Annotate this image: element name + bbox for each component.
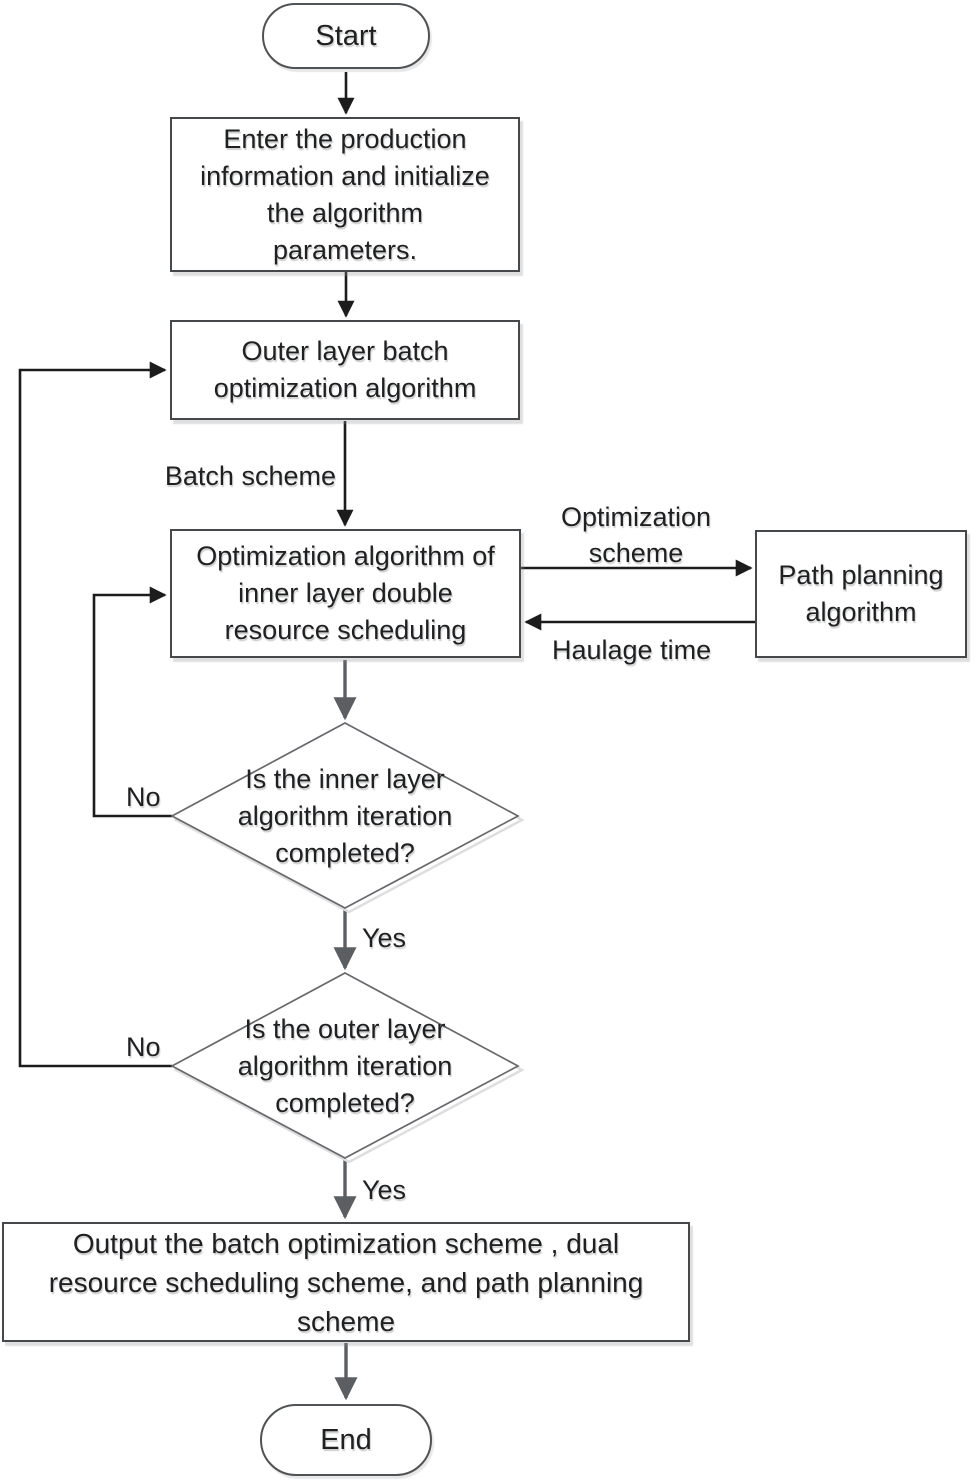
- inner-yes-label: Yes: [362, 923, 407, 953]
- arrow-outer-decision-no-loop: [18, 361, 172, 1068]
- outer-decision-diamond: [170, 972, 520, 1159]
- outer-no-label: No: [126, 1032, 161, 1062]
- outer-yes-label: Yes: [362, 1175, 407, 1205]
- enter-production-node: Enter the production information and ini…: [170, 117, 520, 272]
- output-node: Output the batch optimization scheme , d…: [2, 1222, 690, 1342]
- optimization-scheme-edge-label: Optimization scheme: [560, 502, 712, 568]
- outer-batch-optimization-node: Outer layer batch optimization algorithm: [170, 320, 520, 420]
- end-node: End: [260, 1404, 432, 1476]
- arrow-inner-decision-no-loop: [92, 586, 172, 818]
- start-node: Start: [262, 3, 430, 69]
- inner-double-resource-node: Optimization algorithm of inner layer do…: [170, 529, 521, 658]
- haulage-time-edge-label: Haulage time: [552, 635, 712, 665]
- inner-no-label: No: [126, 782, 161, 812]
- outer-decision-label: Is the outer layer algorithm iteration c…: [237, 1014, 453, 1118]
- inner-decision-diamond: [170, 722, 520, 909]
- inner-decision-label: Is the inner layer algorithm iteration c…: [237, 764, 453, 868]
- path-planning-node: Path planning algorithm: [755, 530, 967, 658]
- batch-scheme-edge-label: Batch scheme: [164, 461, 336, 491]
